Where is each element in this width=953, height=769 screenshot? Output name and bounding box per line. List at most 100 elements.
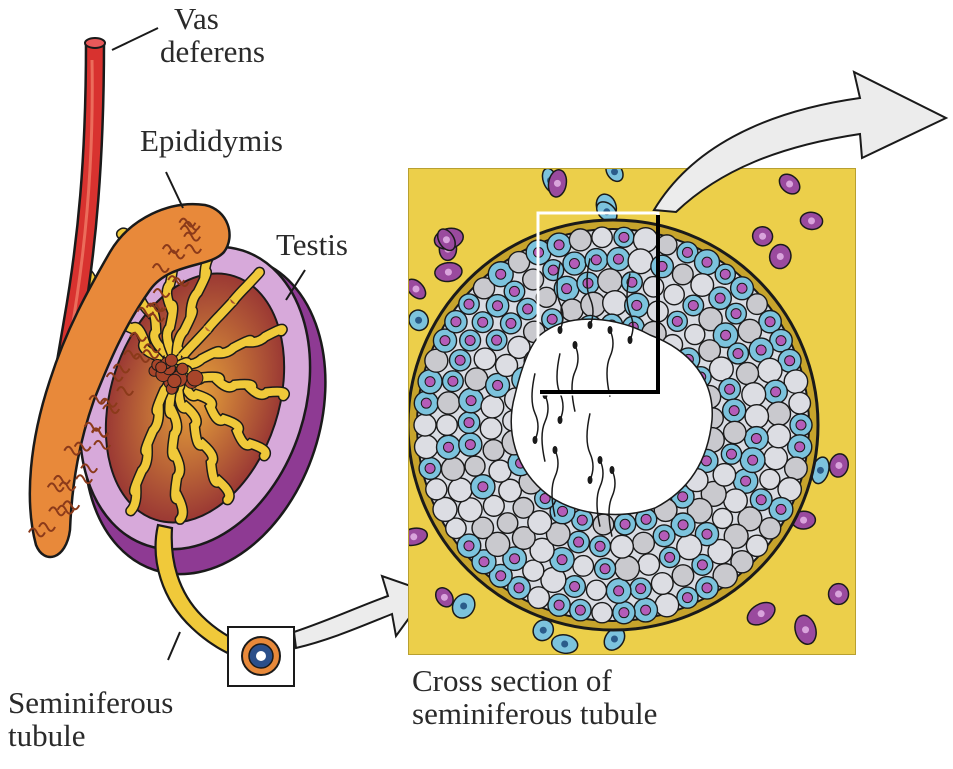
- sperm-head: [598, 456, 603, 464]
- germ-cell-nucleus: [425, 463, 435, 473]
- germ-cell: [633, 228, 657, 252]
- germ-cell: [736, 362, 758, 384]
- germ-cell-nucleus: [440, 336, 450, 346]
- germ-cell: [677, 535, 702, 560]
- germ-cell-nucleus: [554, 600, 564, 610]
- germ-cell-nucleus: [506, 318, 516, 328]
- germ-cell: [651, 573, 673, 595]
- germ-cell-nucleus: [720, 269, 730, 279]
- germ-cell-nucleus: [737, 283, 747, 293]
- germ-cell: [561, 299, 583, 321]
- germ-cell: [628, 249, 653, 274]
- germ-cell: [569, 229, 591, 251]
- germ-cell-nucleus: [557, 555, 567, 565]
- epididymis-label-text: Epididymis: [140, 124, 283, 157]
- germ-cell-nucleus: [595, 541, 605, 551]
- sperm-head: [533, 436, 538, 444]
- germ-cell-nucleus: [591, 255, 601, 265]
- germ-cell: [742, 383, 766, 407]
- testis-label-text: Testis: [276, 228, 348, 261]
- germ-cell: [759, 518, 780, 539]
- germ-cell-nucleus: [715, 293, 725, 303]
- germ-cell-nucleus: [455, 355, 465, 365]
- rete-channel: [187, 370, 203, 386]
- germ-cell-nucleus: [523, 304, 533, 314]
- germ-cell: [760, 469, 780, 489]
- germ-cell: [415, 435, 438, 458]
- germ-cell-nucleus: [756, 495, 766, 505]
- germ-cell-nucleus: [733, 349, 743, 359]
- germ-cell: [586, 580, 606, 600]
- cross-section-panel: [399, 159, 856, 655]
- germ-cell-nucleus: [421, 398, 431, 408]
- sperm-head: [610, 466, 615, 474]
- germ-cell-nucleus: [574, 537, 584, 547]
- germ-cell-nucleus: [448, 376, 458, 386]
- cross-section-label-line1: Cross section of: [412, 664, 657, 697]
- rete-channel: [165, 354, 177, 366]
- vas-deferens-label-line1: Vas: [174, 2, 265, 35]
- germ-cell: [724, 421, 746, 443]
- seminiferous-tubule-label-line2: tubule: [8, 719, 173, 752]
- testis-label: Testis: [276, 228, 348, 261]
- germ-cell-nucleus: [496, 571, 506, 581]
- interstitial-nucleus: [835, 591, 842, 598]
- germ-cell: [672, 264, 693, 285]
- germ-cell: [483, 440, 504, 461]
- germ-cell-nucleus: [619, 232, 629, 242]
- germ-cell: [465, 456, 485, 476]
- germ-cell: [655, 593, 678, 616]
- germ-cell-nucleus: [678, 520, 688, 530]
- germ-cell-nucleus: [725, 384, 735, 394]
- interstitial-nucleus: [808, 217, 815, 224]
- interstitial-nucleus: [611, 168, 618, 175]
- sperm-head: [628, 336, 633, 344]
- germ-cell: [573, 556, 594, 577]
- germ-cell: [638, 554, 659, 575]
- germ-cell-nucleus: [636, 584, 646, 594]
- germ-cell-nucleus: [569, 259, 579, 269]
- germ-cell: [709, 357, 733, 381]
- interstitial-nucleus: [410, 533, 417, 540]
- germ-cell-nucleus: [721, 330, 731, 340]
- germ-cell-nucleus: [641, 605, 651, 615]
- germ-cell-nucleus: [514, 583, 524, 593]
- germ-cell-nucleus: [796, 420, 806, 430]
- germ-cell-nucleus: [600, 564, 610, 574]
- germ-cell-nucleus: [562, 284, 572, 294]
- germ-cell: [758, 358, 782, 382]
- vas-deferens-label: Vas deferens: [160, 2, 265, 69]
- germ-cell-nucleus: [702, 257, 712, 267]
- germ-cell-nucleus: [771, 387, 781, 397]
- sperm-head: [553, 446, 558, 454]
- germ-cell-nucleus: [756, 345, 766, 355]
- germ-cell-nucleus: [493, 380, 503, 390]
- interstitial-nucleus: [540, 627, 547, 634]
- germ-cell: [615, 556, 640, 581]
- germ-cell: [437, 415, 458, 436]
- interstitial-nucleus: [611, 636, 618, 643]
- germ-cell: [785, 457, 808, 480]
- germ-cell-nucleus: [575, 605, 585, 615]
- interstitial-nucleus: [759, 233, 766, 240]
- germ-cell-nucleus: [570, 581, 580, 591]
- germ-cell-nucleus: [672, 316, 682, 326]
- germ-cell-nucleus: [492, 335, 502, 345]
- interstitial-nucleus: [412, 285, 419, 292]
- vas-deferens-label-line2: deferens: [160, 35, 265, 68]
- interstitial-nucleus: [835, 462, 842, 469]
- germ-cell-nucleus: [741, 476, 751, 486]
- germ-cell-nucleus: [496, 269, 506, 279]
- germ-cell-nucleus: [493, 301, 503, 311]
- interstitial-nucleus: [817, 467, 824, 474]
- germ-cell: [764, 446, 787, 469]
- germ-cell: [598, 269, 622, 293]
- germ-cell-nucleus: [478, 482, 488, 492]
- germ-cell: [685, 324, 705, 344]
- seminiferous-tubule-label-line1: Seminiferous: [8, 686, 173, 719]
- germ-cell-nucleus: [702, 529, 712, 539]
- sperm-head: [588, 476, 593, 484]
- interstitial-nucleus: [786, 181, 793, 188]
- germ-cell-nucleus: [614, 586, 624, 596]
